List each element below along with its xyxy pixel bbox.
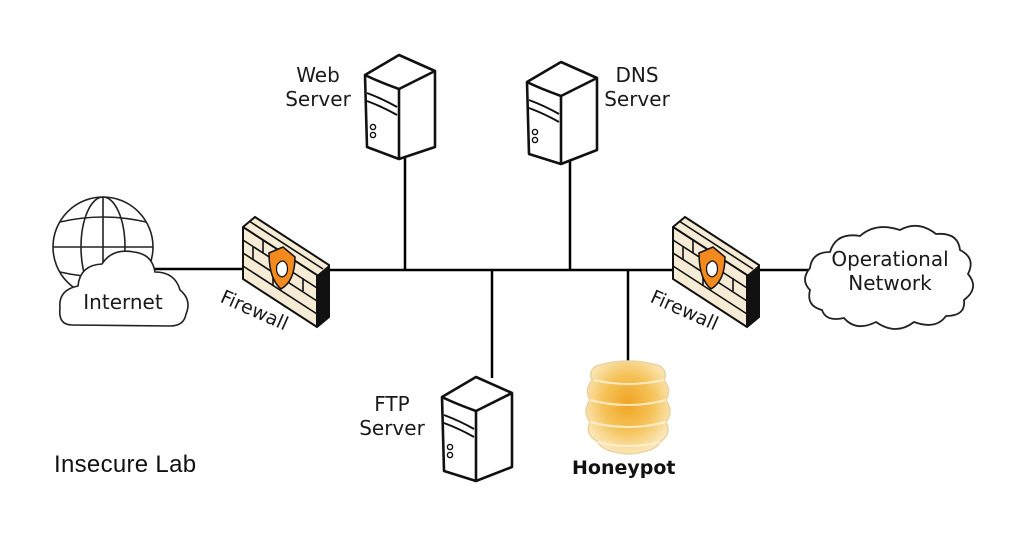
server-icon-ftp[interactable]: [440, 375, 514, 483]
server-icon-dns[interactable]: [525, 60, 599, 166]
ftp-server-label: FTP Server: [356, 392, 428, 440]
web-server-label: Web Server: [283, 63, 353, 111]
diagram-title: Insecure Lab: [54, 451, 197, 478]
internet-label: Internet: [83, 290, 163, 314]
web-server-label-line1: Web: [296, 63, 340, 87]
connections: [150, 155, 808, 378]
honeypot-label: Honeypot: [572, 457, 676, 479]
ftp-server-label-line1: FTP: [374, 392, 410, 416]
operational-network-label-line2: Network: [848, 271, 932, 295]
firewall-icon-right[interactable]: [672, 215, 760, 329]
dns-server-label-line2: Server: [604, 87, 670, 111]
honeypot-icon[interactable]: [585, 360, 671, 455]
dns-server-label-line1: DNS: [615, 63, 659, 87]
cloud-icon-internet[interactable]: [58, 250, 189, 327]
firewall-icon-left[interactable]: [242, 215, 330, 329]
ftp-server-label-line2: Server: [359, 416, 425, 440]
web-server-label-line2: Server: [285, 87, 351, 111]
server-icon-web[interactable]: [363, 53, 437, 161]
flame-icon: [275, 260, 289, 278]
flame-icon: [705, 260, 719, 278]
operational-network-label: Operational Network: [820, 247, 960, 295]
operational-network-label-line1: Operational: [831, 247, 949, 271]
dns-server-label: DNS Server: [601, 63, 673, 111]
cloud-icon-operational[interactable]: [804, 224, 974, 330]
